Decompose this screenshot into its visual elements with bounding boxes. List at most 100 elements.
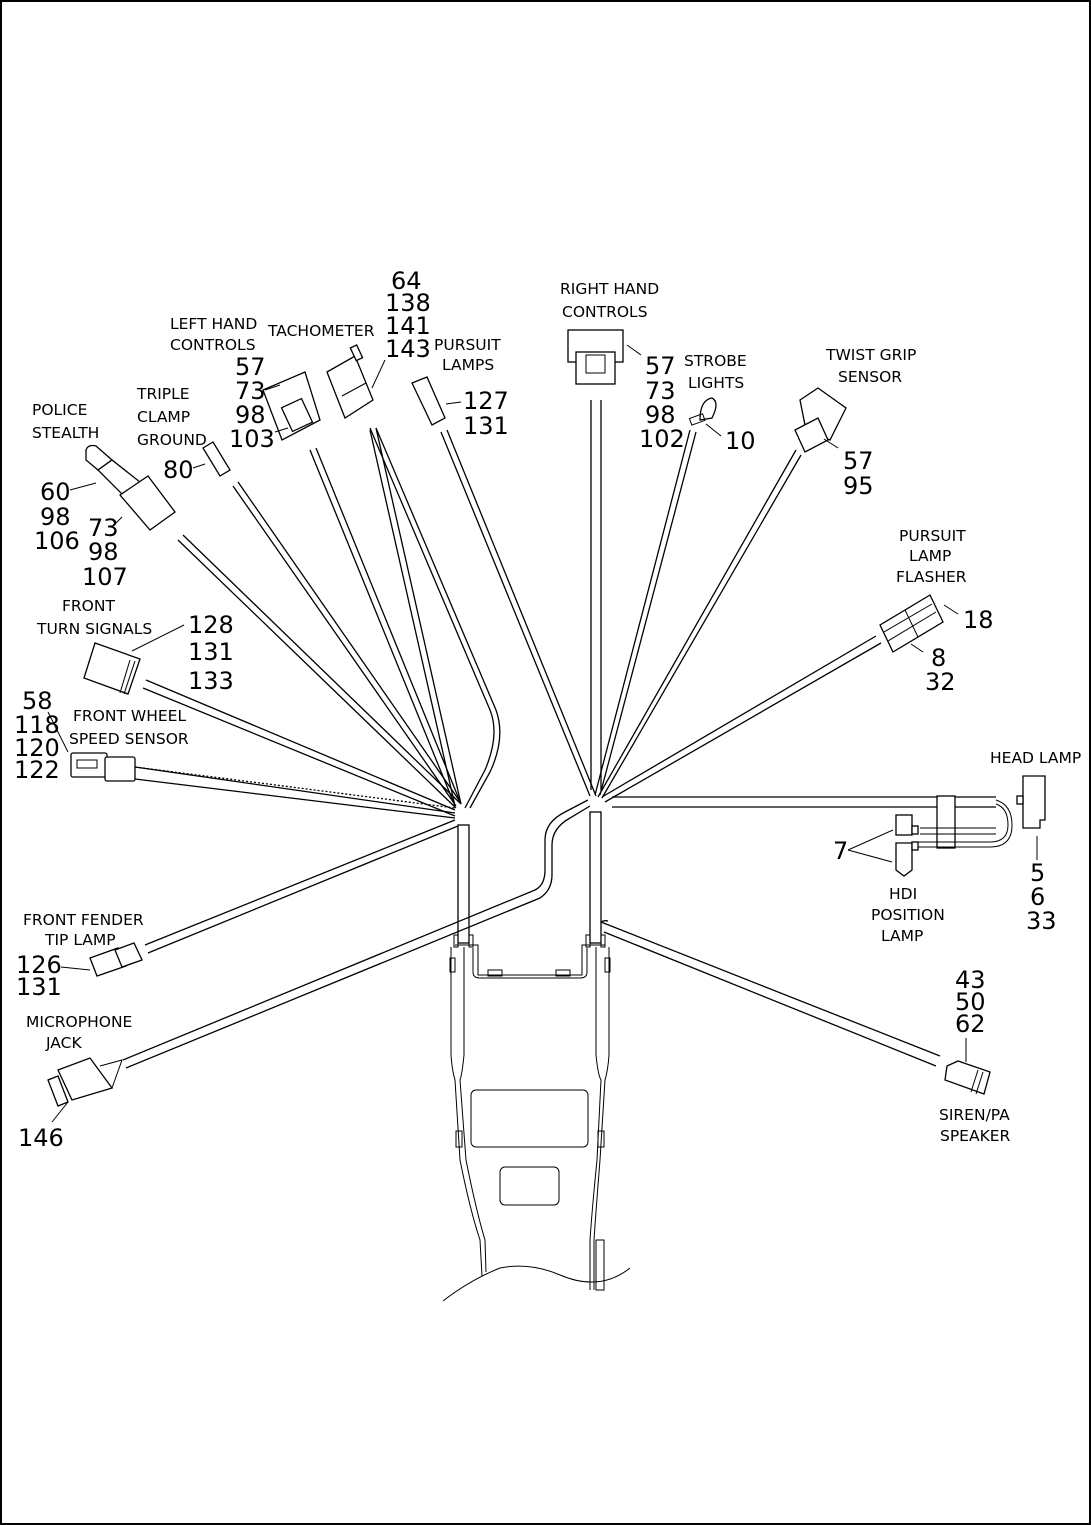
callout-133: 133 — [188, 667, 234, 695]
left-fork-tube — [457, 824, 470, 944]
label-police-stealth-1: POLICE — [32, 401, 87, 419]
callout-107: 107 — [82, 563, 128, 591]
label-pursuit-lamps-2: LAMPS — [442, 356, 494, 374]
leader-lines — [47, 344, 1038, 1123]
upper-panel — [470, 1089, 589, 1148]
label-front-fender-tip-lamp-2: TIP LAMP — [44, 931, 116, 949]
callout-98: 98 — [645, 401, 676, 429]
label-front-wheel-speed-sensor-1: FRONT WHEEL — [73, 707, 186, 725]
callout-8: 8 — [931, 644, 946, 672]
callout-50: 50 — [955, 988, 986, 1016]
label-siren-pa-speaker-1: SIREN/PA — [939, 1106, 1010, 1124]
hdi-position-lamp — [895, 814, 919, 877]
callout-32: 32 — [925, 668, 956, 696]
callout-18: 18 — [963, 606, 994, 634]
left-hand-controls-connector — [262, 371, 321, 441]
front-fender-tip-lamp-connector — [89, 942, 143, 977]
label-tachometer: TACHOMETER — [267, 322, 375, 340]
pursuit-lamp-flasher-connector — [879, 594, 944, 653]
label-front-turn-signals-2: TURN SIGNALS — [36, 620, 152, 638]
label-triple-clamp-ground-2: CLAMP — [137, 408, 190, 426]
head-lamp-connector — [1016, 775, 1046, 829]
tachometer-connector — [326, 344, 374, 419]
label-microphone-jack-2: JACK — [45, 1034, 82, 1052]
harness-strap — [936, 795, 956, 849]
callout-122: 122 — [14, 756, 60, 784]
lower-panel — [499, 1166, 560, 1206]
fork-assembly — [442, 811, 631, 1302]
label-hdi-position-lamp-1: HDI — [889, 885, 917, 903]
label-right-hand-controls-1: RIGHT HAND — [560, 280, 659, 298]
label-front-wheel-speed-sensor-2: SPEED SENSOR — [69, 730, 189, 748]
callout-57: 57 — [843, 447, 874, 475]
callout-73: 73 — [88, 514, 119, 542]
callout-57: 57 — [235, 353, 266, 381]
right-fork-tube — [589, 811, 602, 944]
label-triple-clamp-ground-1: TRIPLE — [136, 385, 190, 403]
label-right-hand-controls-2: CONTROLS — [562, 303, 648, 321]
harness-wires — [122, 400, 1013, 1069]
label-twist-grip-sensor-2: SENSOR — [838, 368, 902, 386]
label-left-hand-controls-1: LEFT HAND — [170, 315, 257, 333]
label-pursuit-lamp-flasher-3: FLASHER — [896, 568, 967, 586]
label-front-fender-tip-lamp-1: FRONT FENDER — [23, 911, 144, 929]
callout-95: 95 — [843, 472, 874, 500]
callout-131: 131 — [16, 973, 62, 1001]
fender-outline — [442, 1265, 631, 1302]
label-front-turn-signals-1: FRONT — [62, 597, 115, 615]
label-twist-grip-sensor-1: TWIST GRIP — [825, 346, 916, 364]
lower-bracket — [455, 944, 605, 976]
callout-7: 7 — [833, 837, 848, 865]
label-pursuit-lamp-flasher-2: LAMP — [909, 547, 951, 565]
label-strobe-lights-2: LIGHTS — [688, 374, 744, 392]
callout-98: 98 — [40, 503, 71, 531]
label-siren-pa-speaker-2: SPEAKER — [940, 1127, 1011, 1145]
callout-131: 131 — [188, 638, 234, 666]
pursuit-lamps-connector — [411, 376, 446, 426]
right-hand-controls-connector — [567, 329, 624, 385]
label-head-lamp: HEAD LAMP — [990, 749, 1081, 767]
callout-60: 60 — [40, 478, 71, 506]
strobe-lights-bulb — [688, 397, 717, 426]
label-strobe-lights-1: STROBE — [684, 352, 747, 370]
label-microphone-jack-1: MICROPHONE — [26, 1013, 132, 1031]
labels: POLICE STEALTH 60 98 106 73 98 107 TRIPL… — [14, 267, 1081, 1152]
triple-clamp-ground-connector — [202, 441, 231, 477]
callout-103: 103 — [229, 425, 275, 453]
callout-73: 73 — [235, 377, 266, 405]
callout-5: 5 — [1030, 859, 1045, 887]
callout-98: 98 — [235, 401, 266, 429]
siren-pa-speaker-connector — [944, 1060, 991, 1095]
callout-138: 138 — [385, 289, 431, 317]
label-police-stealth-2: STEALTH — [32, 424, 99, 442]
front-turn-signals-connector — [83, 642, 141, 695]
callout-58: 58 — [22, 687, 53, 715]
police-stealth-connector — [85, 444, 176, 531]
callout-102: 102 — [639, 425, 685, 453]
callout-43: 43 — [955, 966, 986, 994]
callout-80: 80 — [163, 456, 194, 484]
callout-143: 143 — [385, 335, 431, 363]
label-pursuit-lamps-1: PURSUIT — [434, 336, 501, 354]
label-pursuit-lamp-flasher-1: PURSUIT — [899, 527, 966, 545]
label-left-hand-controls-2: CONTROLS — [170, 336, 256, 354]
twist-grip-sensor-connector — [794, 387, 847, 453]
callout-146: 146 — [18, 1124, 64, 1152]
callout-127: 127 — [463, 387, 509, 415]
callout-6: 6 — [1030, 883, 1045, 911]
label-hdi-position-lamp-3: LAMP — [881, 927, 923, 945]
callout-33: 33 — [1026, 907, 1057, 935]
callout-131: 131 — [463, 412, 509, 440]
callout-73: 73 — [645, 377, 676, 405]
callout-141: 141 — [385, 312, 431, 340]
callout-10: 10 — [725, 427, 756, 455]
callout-118: 118 — [14, 711, 60, 739]
connectors — [47, 329, 1046, 1107]
callout-57: 57 — [645, 352, 676, 380]
label-triple-clamp-ground-3: GROUND — [137, 431, 207, 449]
callout-106: 106 — [34, 527, 80, 555]
callout-120: 120 — [14, 734, 60, 762]
front-wheel-speed-sensor-connector — [70, 752, 136, 782]
